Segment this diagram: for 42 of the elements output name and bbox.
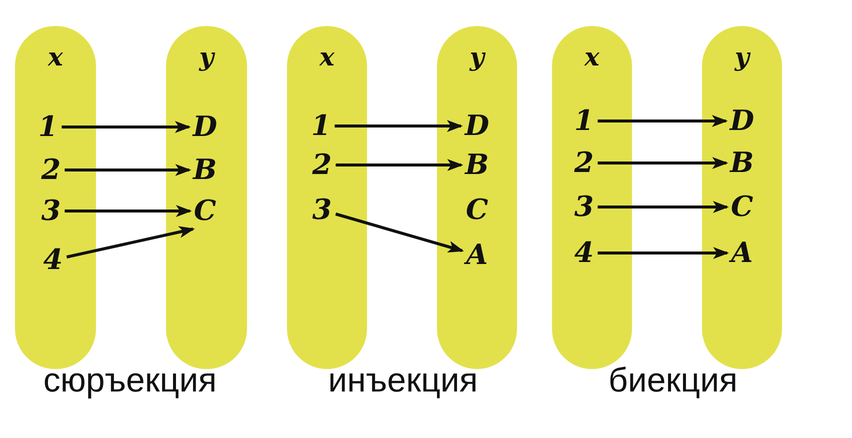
set-element: 2: [40, 156, 62, 184]
set-element: 2: [311, 151, 333, 179]
arrow: [335, 212, 464, 253]
set-element: 1: [37, 113, 59, 141]
mapping-type-label: биекция: [608, 361, 738, 401]
set-element: C: [192, 197, 218, 225]
arrow: [598, 157, 728, 169]
set-element: 3: [40, 197, 62, 225]
set-name: x: [48, 44, 63, 70]
set-element: B: [192, 156, 218, 184]
set-element: 1: [573, 107, 595, 135]
set-element: 4: [42, 246, 64, 274]
set-name: y: [199, 44, 214, 70]
arrow: [64, 205, 192, 217]
mapping-type-label: сюръекция: [43, 361, 217, 401]
arrow: [64, 164, 192, 176]
set-element: D: [728, 107, 756, 135]
mapping-type-label: инъекция: [328, 361, 478, 401]
arrow: [62, 121, 191, 133]
set-element: 3: [311, 196, 333, 224]
set-element: B: [729, 149, 755, 177]
set-element: C: [464, 196, 490, 224]
set-element: 1: [310, 112, 332, 140]
arrow: [598, 247, 730, 259]
set-name: x: [320, 44, 334, 70]
set-element: C: [730, 193, 754, 221]
set-element: D: [464, 112, 490, 140]
arrow: [336, 159, 464, 171]
set-element: 3: [573, 193, 595, 221]
arrow: [66, 226, 195, 258]
set-name: x: [584, 44, 600, 70]
set-element: 4: [573, 239, 595, 267]
set-element: D: [192, 113, 218, 141]
set-element: A: [730, 239, 754, 267]
arrow: [598, 201, 729, 213]
set-element: B: [464, 151, 490, 179]
set-name: y: [470, 44, 484, 70]
arrow: [598, 115, 728, 127]
set-element: A: [465, 241, 489, 269]
set-element: 2: [573, 149, 595, 177]
arrow: [334, 120, 463, 132]
set-name: y: [734, 44, 750, 70]
